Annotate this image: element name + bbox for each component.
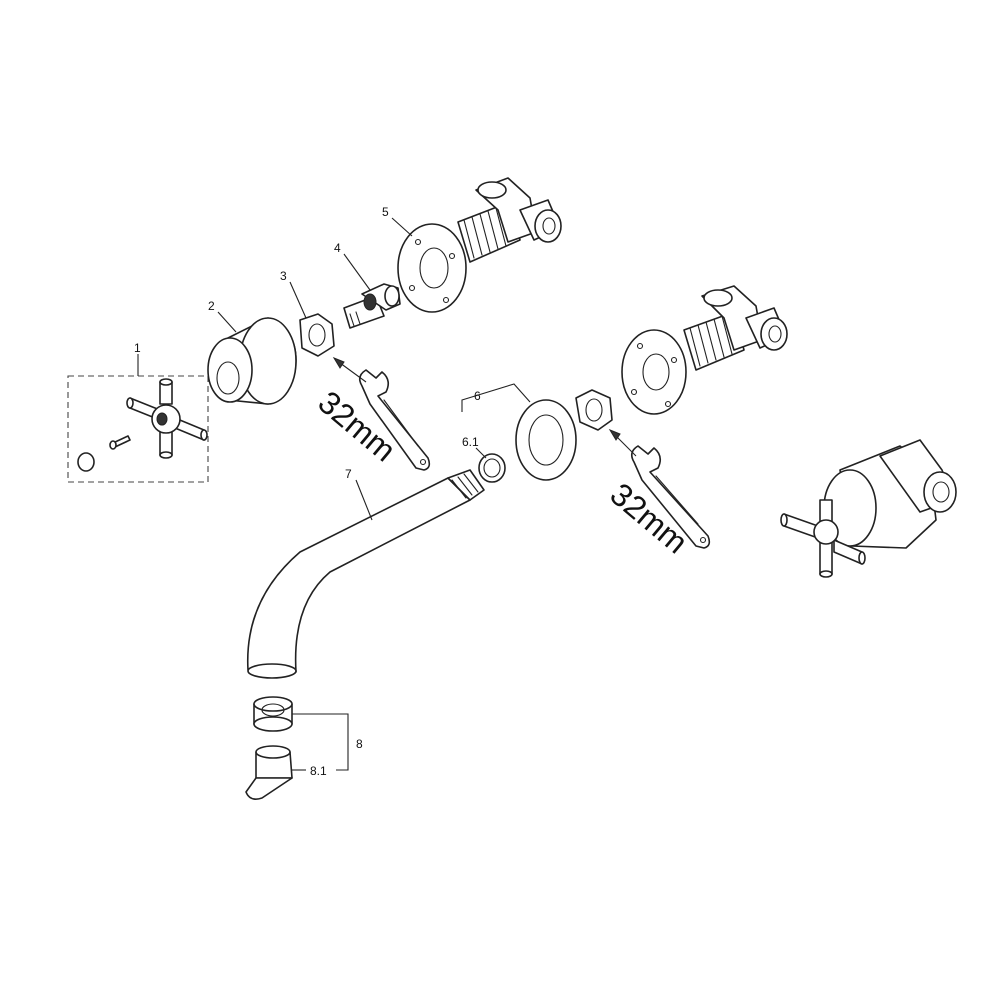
part-2-shroud [207, 317, 297, 405]
callout-3: 3 [280, 269, 287, 283]
right-hex-nut [575, 389, 613, 431]
right-elbow-fitting [683, 285, 788, 371]
part-6-1-o-ring [478, 453, 506, 483]
part-5-flange [397, 223, 467, 313]
callout-8-1: 8.1 [310, 764, 327, 778]
part-7-spout [246, 469, 485, 679]
wrench-left [358, 369, 431, 471]
callout-8: 8 [356, 737, 363, 751]
cover-cap [77, 452, 95, 472]
part-1-cross-handle-group [67, 375, 209, 483]
callout-2: 2 [208, 299, 215, 313]
assembled-tap [780, 439, 957, 578]
handle-screw [109, 435, 131, 450]
part-3-hex-nut [299, 313, 335, 357]
right-flange [621, 329, 687, 415]
cross-handle [126, 378, 208, 459]
callout-4: 4 [334, 241, 341, 255]
callout-1: 1 [134, 341, 141, 355]
callout-6: 6 [474, 389, 481, 403]
part-4-cartridge [343, 283, 401, 329]
part-6-shroud [515, 399, 577, 481]
wrench-right [630, 445, 711, 549]
callout-6-1: 6.1 [462, 435, 479, 449]
part-8-1-aerator-key [245, 745, 293, 800]
callout-5: 5 [382, 205, 389, 219]
leader-lines [137, 217, 531, 771]
part-8-aerator [253, 696, 293, 732]
upper-elbow-fitting [457, 177, 562, 263]
callout-7: 7 [345, 467, 352, 481]
